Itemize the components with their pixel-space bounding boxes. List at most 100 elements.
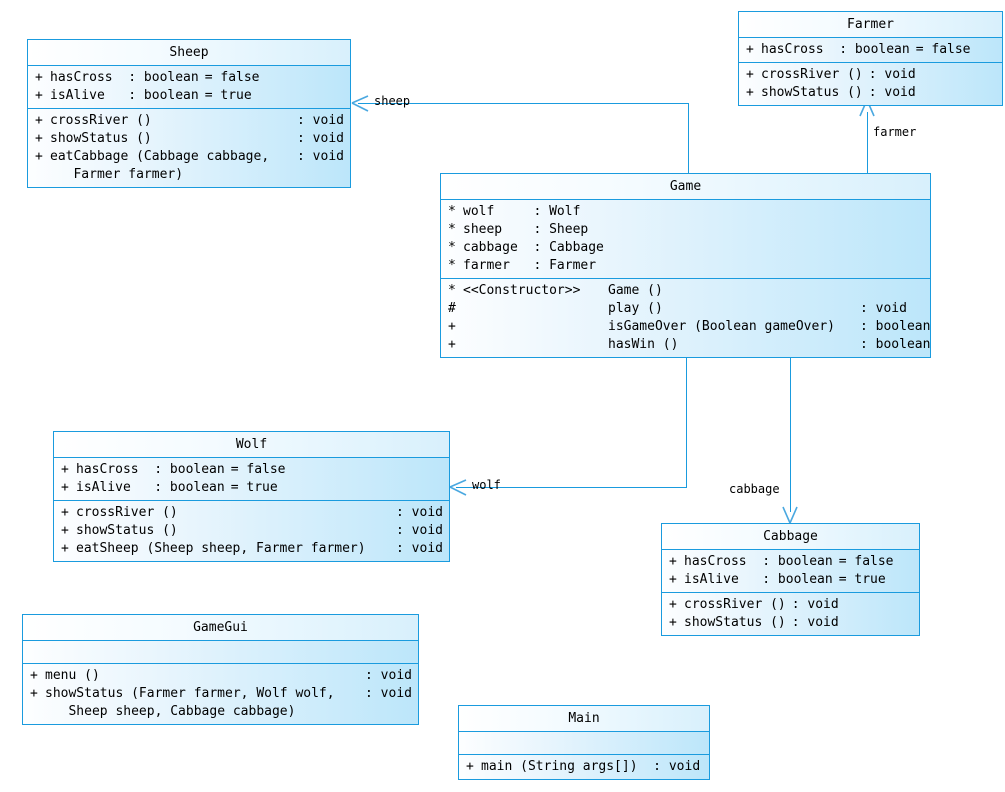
method-signature: crossRiver () <box>76 505 178 520</box>
class-methods-sheep: + crossRiver () : void + showStatus () :… <box>28 109 350 187</box>
class-methods-wolf: + crossRiver () : void + showStatus () :… <box>54 501 449 561</box>
attribute-default: = false <box>915 42 971 57</box>
method-return-type: : void <box>791 615 839 630</box>
method-signature: showStatus () <box>761 85 863 100</box>
attribute-signature: sheep : Sheep <box>463 222 589 237</box>
attribute-signature: isAlive : boolean <box>684 572 833 587</box>
method-row: + showStatus () : void <box>739 84 1002 102</box>
method-signature: isGameOver (Boolean gameOver) <box>608 319 835 334</box>
method-row: + showStatus () : void <box>54 522 449 540</box>
method-signature: eatCabbage (Cabbage cabbage, Farmer farm… <box>50 149 270 182</box>
method-return-type: : void <box>297 113 344 128</box>
visibility-marker: + <box>669 615 677 630</box>
attribute-default: = true <box>838 572 886 587</box>
class-box-farmer[interactable]: Farmer + hasCross : boolean = false + cr… <box>738 11 1003 106</box>
attribute-row: * cabbage : Cabbage <box>441 239 930 257</box>
connector-label-wolf: wolf <box>472 478 501 492</box>
class-box-sheep[interactable]: Sheep + hasCross : boolean = false + isA… <box>27 39 351 188</box>
connector-label-sheep: sheep <box>374 94 411 108</box>
method-return-type: : void <box>396 505 443 520</box>
visibility-marker: + <box>30 686 38 701</box>
class-box-game[interactable]: Game * wolf : Wolf * sheep : Sheep * cab… <box>440 173 931 358</box>
method-stereotype: <<Constructor>> <box>463 283 581 298</box>
visibility-marker: + <box>746 67 754 82</box>
method-row: + crossRiver () : void <box>28 112 350 130</box>
visibility-marker: + <box>35 131 43 146</box>
connector-wolf-arrowhead <box>449 479 467 496</box>
method-return-type: : boolean <box>860 319 931 334</box>
connector-sheep-horizontal <box>358 103 689 104</box>
method-signature: showStatus (Farmer farmer, Wolf wolf, Sh… <box>45 686 335 719</box>
visibility-marker: + <box>669 554 677 569</box>
method-row: + isGameOver (Boolean gameOver) : boolea… <box>441 318 930 336</box>
visibility-marker: + <box>61 462 69 477</box>
visibility-marker: + <box>61 541 69 556</box>
method-row: # play () : void <box>441 300 930 318</box>
attribute-row: + isAlive : boolean = true <box>54 479 449 497</box>
method-return-type: : void <box>396 541 443 556</box>
class-box-main[interactable]: Main + main (String args[]) : void <box>458 705 710 780</box>
method-row: + crossRiver () : void <box>54 504 449 522</box>
method-signature: main (String args[]) : void <box>481 759 701 774</box>
method-return-type: : void <box>365 668 412 683</box>
attribute-row: + hasCross : boolean = false <box>739 41 1002 59</box>
visibility-marker: + <box>746 42 754 57</box>
method-return-type: : boolean <box>860 337 931 352</box>
method-return-type: : void <box>860 301 907 316</box>
method-row: + hasWin () : boolean <box>441 336 930 354</box>
attribute-row: + hasCross : boolean = false <box>54 461 449 479</box>
class-box-cabbage[interactable]: Cabbage + hasCross : boolean = false + i… <box>661 523 920 636</box>
method-row: + menu () : void <box>23 667 418 685</box>
attribute-signature: isAlive : boolean <box>50 88 199 103</box>
connector-sheep-arrowhead <box>351 95 369 112</box>
class-methods-farmer: + crossRiver () : void + showStatus () :… <box>739 63 1002 105</box>
connector-label-cabbage: cabbage <box>729 482 780 496</box>
method-return-type: : void <box>791 597 839 612</box>
attribute-row: * sheep : Sheep <box>441 221 930 239</box>
method-signature: crossRiver () <box>684 597 786 612</box>
class-title-sheep: Sheep <box>28 40 350 66</box>
connector-farmer-vertical <box>867 112 868 173</box>
class-box-gamegui[interactable]: GameGui + menu () : void + showStatus (F… <box>22 614 419 725</box>
method-return-type: : void <box>297 131 344 146</box>
visibility-marker: # <box>448 301 456 316</box>
method-return-type: : void <box>868 85 916 100</box>
class-attributes-farmer: + hasCross : boolean = false <box>739 38 1002 63</box>
attribute-signature: cabbage : Cabbage <box>463 240 604 255</box>
connector-wolf-horizontal <box>456 487 687 488</box>
attribute-signature: hasCross : boolean <box>76 462 225 477</box>
visibility-marker: + <box>35 113 43 128</box>
method-row: + showStatus (Farmer farmer, Wolf wolf, … <box>23 685 418 721</box>
method-row: + showStatus () : void <box>28 130 350 148</box>
class-attributes-gamegui <box>23 641 418 664</box>
class-methods-main: + main (String args[]) : void <box>459 755 709 779</box>
class-methods-gamegui: + menu () : void + showStatus (Farmer fa… <box>23 664 418 724</box>
method-signature: showStatus () <box>684 615 786 630</box>
connector-cabbage-arrowhead <box>782 506 798 524</box>
class-title-cabbage: Cabbage <box>662 524 919 550</box>
method-row: + showStatus () : void <box>662 614 919 632</box>
method-signature: crossRiver () <box>761 67 863 82</box>
connector-sheep-vertical <box>688 103 689 173</box>
class-title-wolf: Wolf <box>54 432 449 458</box>
method-return-type: : void <box>297 149 344 164</box>
visibility-marker: * <box>448 240 456 255</box>
attribute-signature: wolf : Wolf <box>463 204 581 219</box>
attribute-row: + isAlive : boolean = true <box>28 87 350 105</box>
method-signature: crossRiver () <box>50 113 152 128</box>
attribute-signature: hasCross : boolean <box>761 42 910 57</box>
class-methods-cabbage: + crossRiver () : void + showStatus () :… <box>662 593 919 635</box>
class-box-wolf[interactable]: Wolf + hasCross : boolean = false + isAl… <box>53 431 450 562</box>
visibility-marker: + <box>669 597 677 612</box>
visibility-marker: * <box>448 283 456 298</box>
class-title-gamegui: GameGui <box>23 615 418 641</box>
visibility-marker: + <box>448 337 456 352</box>
attribute-signature: isAlive : boolean <box>76 480 225 495</box>
method-row: + eatSheep (Sheep sheep, Farmer farmer) … <box>54 540 449 558</box>
connector-wolf-vertical <box>686 356 687 488</box>
method-return-type: : void <box>396 523 443 538</box>
visibility-marker: + <box>61 480 69 495</box>
class-title-game: Game <box>441 174 930 200</box>
class-attributes-sheep: + hasCross : boolean = false + isAlive :… <box>28 66 350 109</box>
method-signature: showStatus () <box>50 131 152 146</box>
